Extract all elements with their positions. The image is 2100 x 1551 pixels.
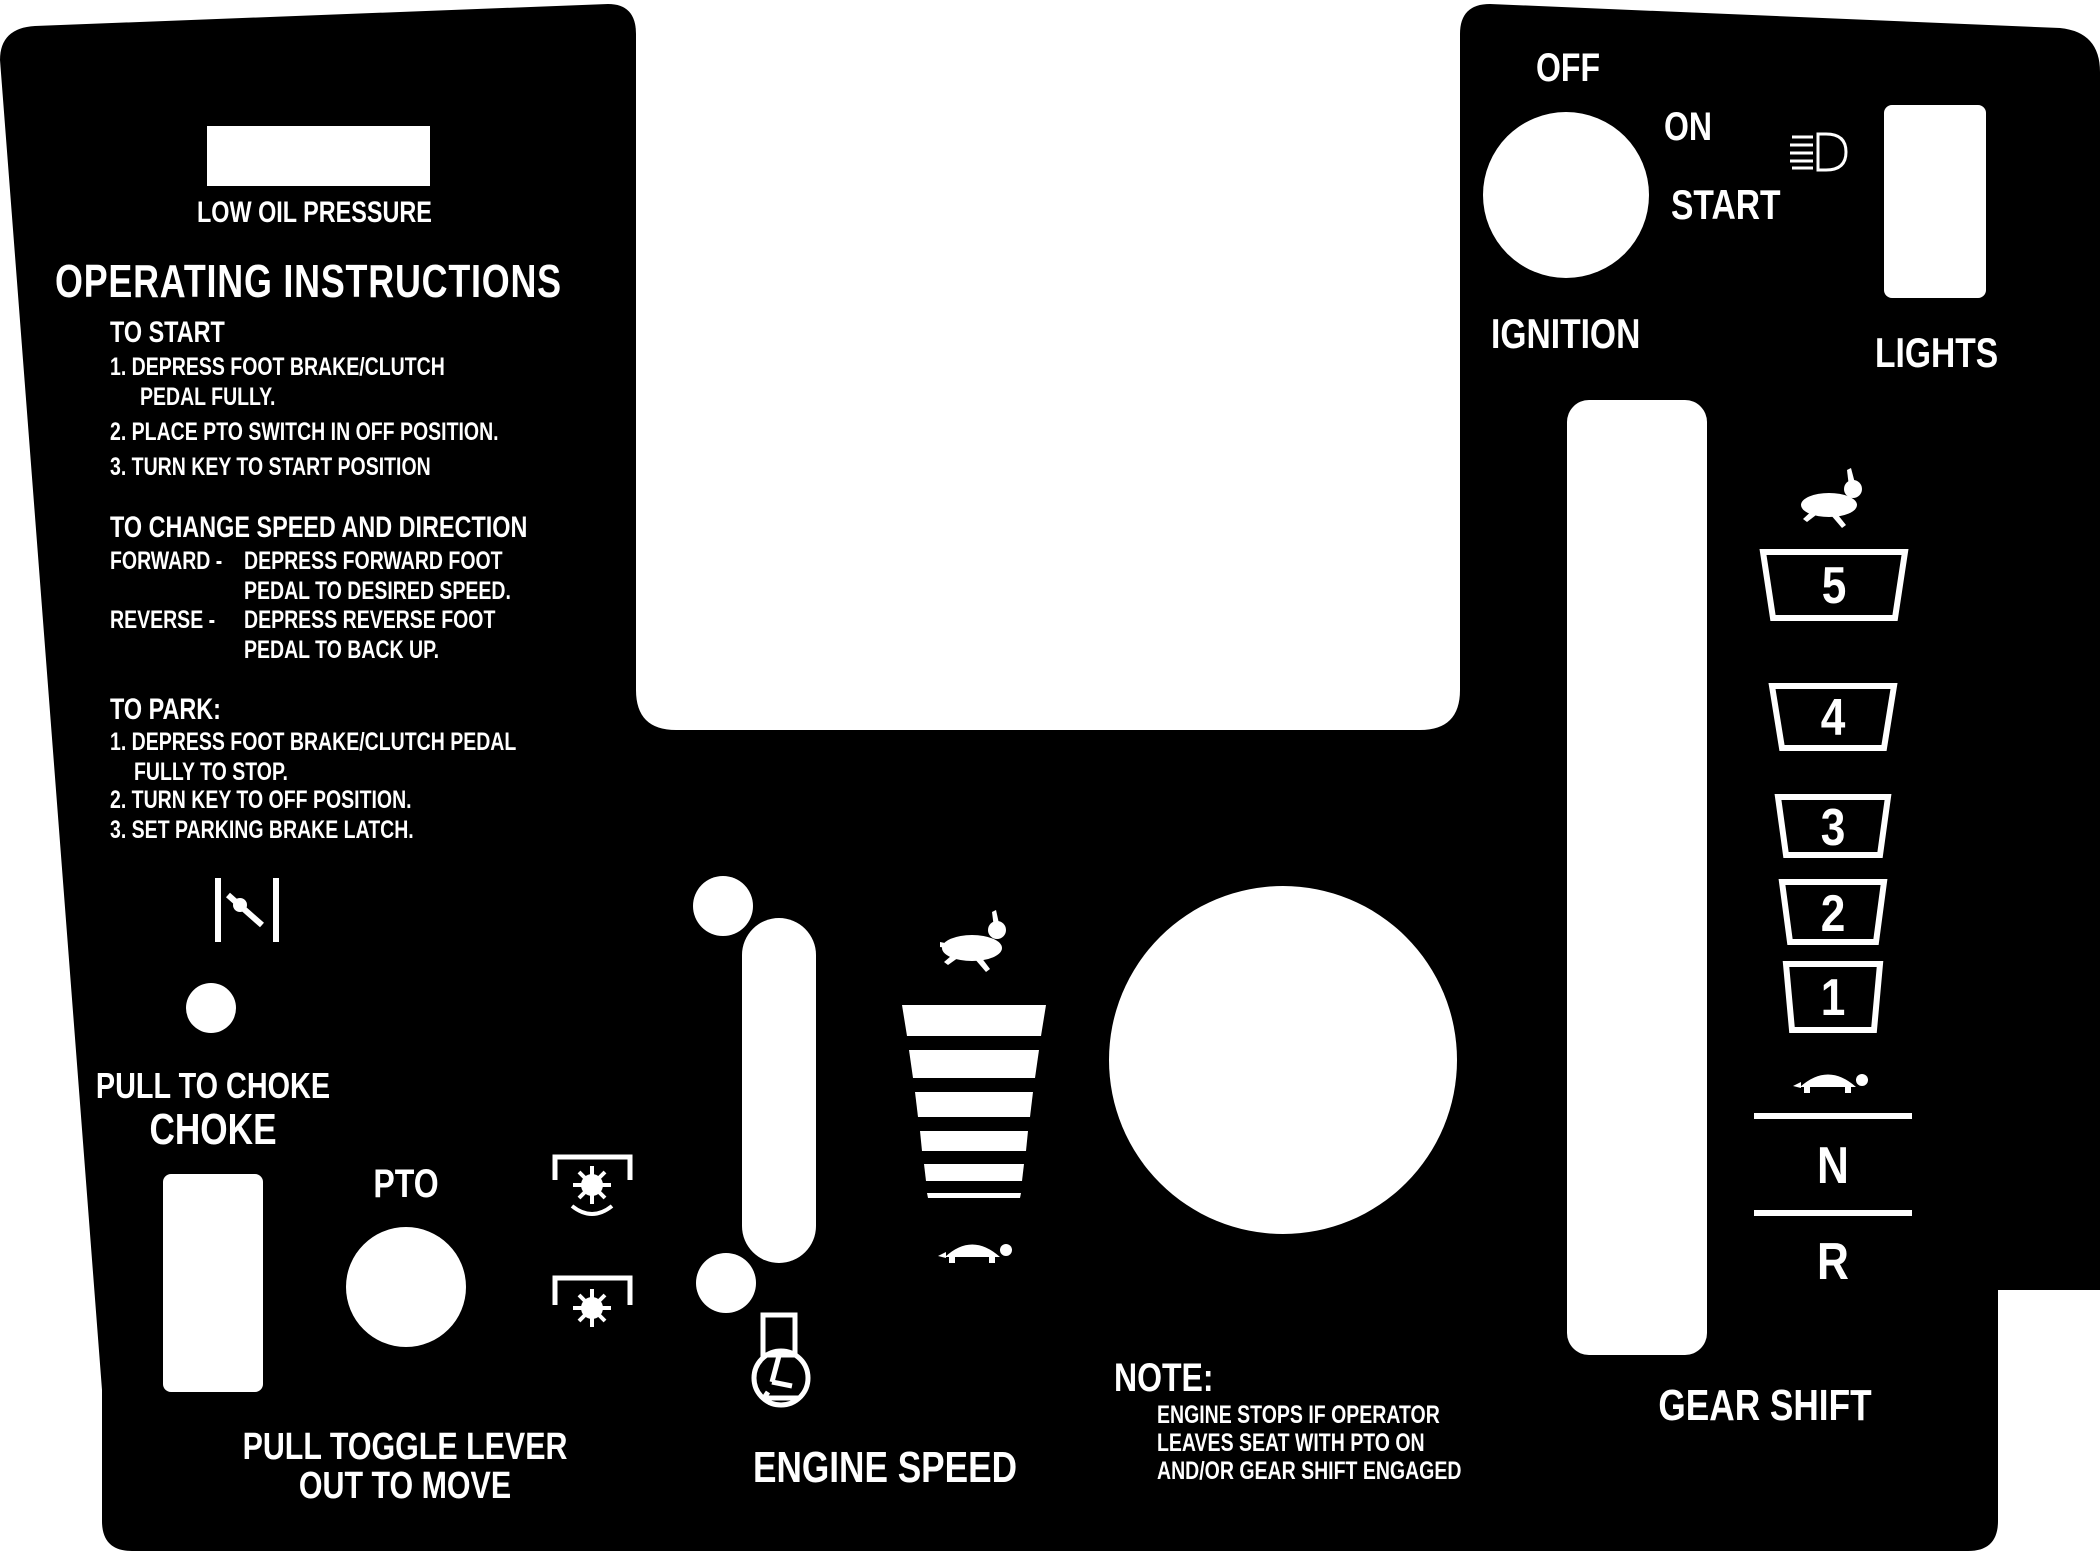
gear-3-label: 3 — [1820, 799, 1846, 857]
choke-icon — [215, 878, 279, 942]
steering-column-hole — [1109, 886, 1457, 1234]
start-step-1: 1. DEPRESS FOOT BRAKE/CLUTCH — [110, 353, 445, 381]
forward-label: FORWARD - — [110, 547, 223, 575]
park-step-1: 1. DEPRESS FOOT BRAKE/CLUTCH PEDAL — [110, 728, 517, 756]
gear-shift-label: GEAR SHIFT — [1658, 1381, 1872, 1430]
rabbit-icon — [940, 910, 1006, 972]
reverse-label: REVERSE - — [110, 606, 216, 634]
choke-knob-hole[interactable] — [186, 983, 236, 1033]
speed-direction-heading: TO CHANGE SPEED AND DIRECTION — [110, 511, 528, 544]
gear-box-5 — [1759, 549, 1909, 621]
gear-2-label: 2 — [1820, 885, 1846, 943]
gear-neutral-label: N — [1817, 1137, 1849, 1195]
forward-line-2: PEDAL TO DESIRED SPEED. — [244, 577, 511, 605]
park-step-1b: FULLY TO STOP. — [134, 758, 288, 786]
pto-knob-hole[interactable] — [346, 1227, 466, 1347]
start-step-3: 3. TURN KEY TO START POSITION — [110, 453, 431, 481]
forward-line-1: DEPRESS FORWARD FOOT — [244, 547, 503, 575]
gear-shift-slot[interactable] — [1567, 400, 1707, 1355]
reverse-line-2: PEDAL TO BACK UP. — [244, 636, 440, 664]
gear-box-4 — [1768, 683, 1898, 751]
choke-toggle-slot[interactable] — [163, 1174, 263, 1392]
low-oil-pressure-label: LOW OIL PRESSURE — [197, 196, 432, 229]
to-start-heading: TO START — [110, 316, 225, 349]
turtle-icon — [938, 1244, 1012, 1263]
park-step-2: 2. TURN KEY TO OFF POSITION. — [110, 786, 412, 814]
start-step-1b: PEDAL FULLY. — [140, 383, 276, 411]
gear-box-1 — [1782, 961, 1884, 1033]
gear-1-label: 1 — [1820, 969, 1846, 1027]
note-line-2: LEAVES SEAT WITH PTO ON — [1157, 1429, 1425, 1457]
reverse-line-1: DEPRESS REVERSE FOOT — [244, 606, 496, 634]
engine-governor-icon — [751, 1312, 811, 1408]
toggle-line-2: OUT TO MOVE — [298, 1465, 512, 1507]
engine-speed-scale — [902, 1005, 1046, 1198]
note-line-1: ENGINE STOPS IF OPERATOR — [1157, 1401, 1440, 1429]
low-oil-pressure-light — [207, 126, 430, 186]
pto-label: PTO — [373, 1162, 439, 1206]
park-step-3: 3. SET PARKING BRAKE LATCH. — [110, 816, 414, 844]
ignition-start-label: START — [1671, 181, 1781, 228]
ignition-label: IGNITION — [1491, 310, 1641, 357]
lights-label: LIGHTS — [1875, 329, 1999, 376]
gear-box-3 — [1774, 794, 1892, 858]
to-park-heading: TO PARK: — [110, 693, 221, 726]
engine-speed-label: ENGINE SPEED — [752, 1443, 1018, 1492]
throttle-bottom-hole — [696, 1253, 756, 1313]
note-title: NOTE: — [1114, 1356, 1214, 1400]
gear-5-label: 5 — [1821, 557, 1847, 615]
rabbit-icon-gear — [1801, 468, 1862, 528]
throttle-top-hole — [693, 876, 753, 936]
pto-disengage-icon — [552, 1275, 633, 1327]
panel-background — [0, 4, 2100, 1551]
note-line-3: AND/OR GEAR SHIFT ENGAGED — [1157, 1457, 1462, 1485]
start-step-2: 2. PLACE PTO SWITCH IN OFF POSITION. — [110, 418, 499, 446]
headlight-icon — [1790, 132, 1848, 172]
pull-to-choke-label: PULL TO CHOKE — [95, 1065, 331, 1106]
pto-engage-icon — [552, 1154, 633, 1216]
ignition-off-label: OFF — [1536, 46, 1600, 90]
instructions-title: OPERATING INSTRUCTIONS — [55, 255, 562, 307]
throttle-slot[interactable] — [742, 918, 816, 1263]
ignition-key-hole[interactable] — [1483, 112, 1649, 278]
turtle-icon-gear — [1793, 1074, 1868, 1093]
choke-label: CHOKE — [149, 1105, 277, 1154]
gear-4-label: 4 — [1820, 689, 1846, 747]
gear-box-2 — [1778, 879, 1888, 945]
gear-reverse-label: R — [1817, 1233, 1849, 1291]
ignition-on-label: ON — [1664, 105, 1712, 149]
lights-switch-slot[interactable] — [1884, 105, 1986, 298]
toggle-line-1: PULL TOGGLE LEVER — [242, 1426, 568, 1468]
